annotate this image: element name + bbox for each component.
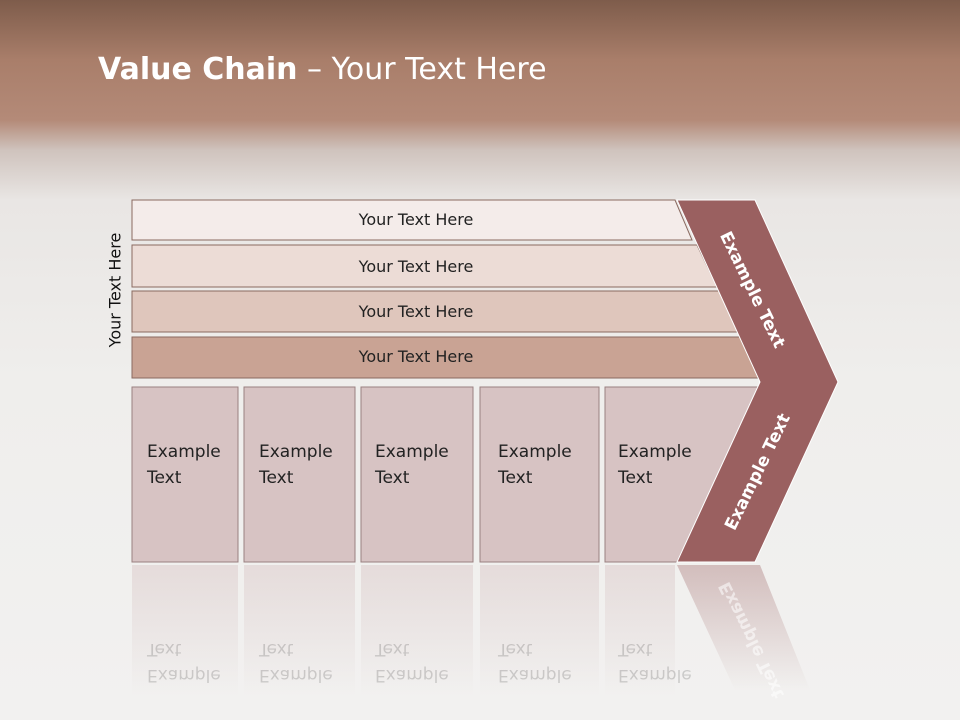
column-4 xyxy=(479,386,600,563)
column-1 xyxy=(131,386,239,563)
bar-4-label: Your Text Here xyxy=(358,347,474,366)
slide-title: Value Chain – Your Text Here xyxy=(98,52,547,87)
bar-1: Your Text Here xyxy=(131,199,693,241)
column-2 xyxy=(243,386,356,563)
bar-2-label: Your Text Here xyxy=(358,257,474,276)
bar-3: Your Text Here xyxy=(131,290,740,333)
column-reflections xyxy=(132,565,810,695)
column-3 xyxy=(360,386,474,563)
bar-1-label: Your Text Here xyxy=(358,210,474,229)
bar-2: Your Text Here xyxy=(131,244,718,288)
bar-3-label: Your Text Here xyxy=(358,302,474,321)
bar-4: Your Text Here xyxy=(131,336,763,379)
